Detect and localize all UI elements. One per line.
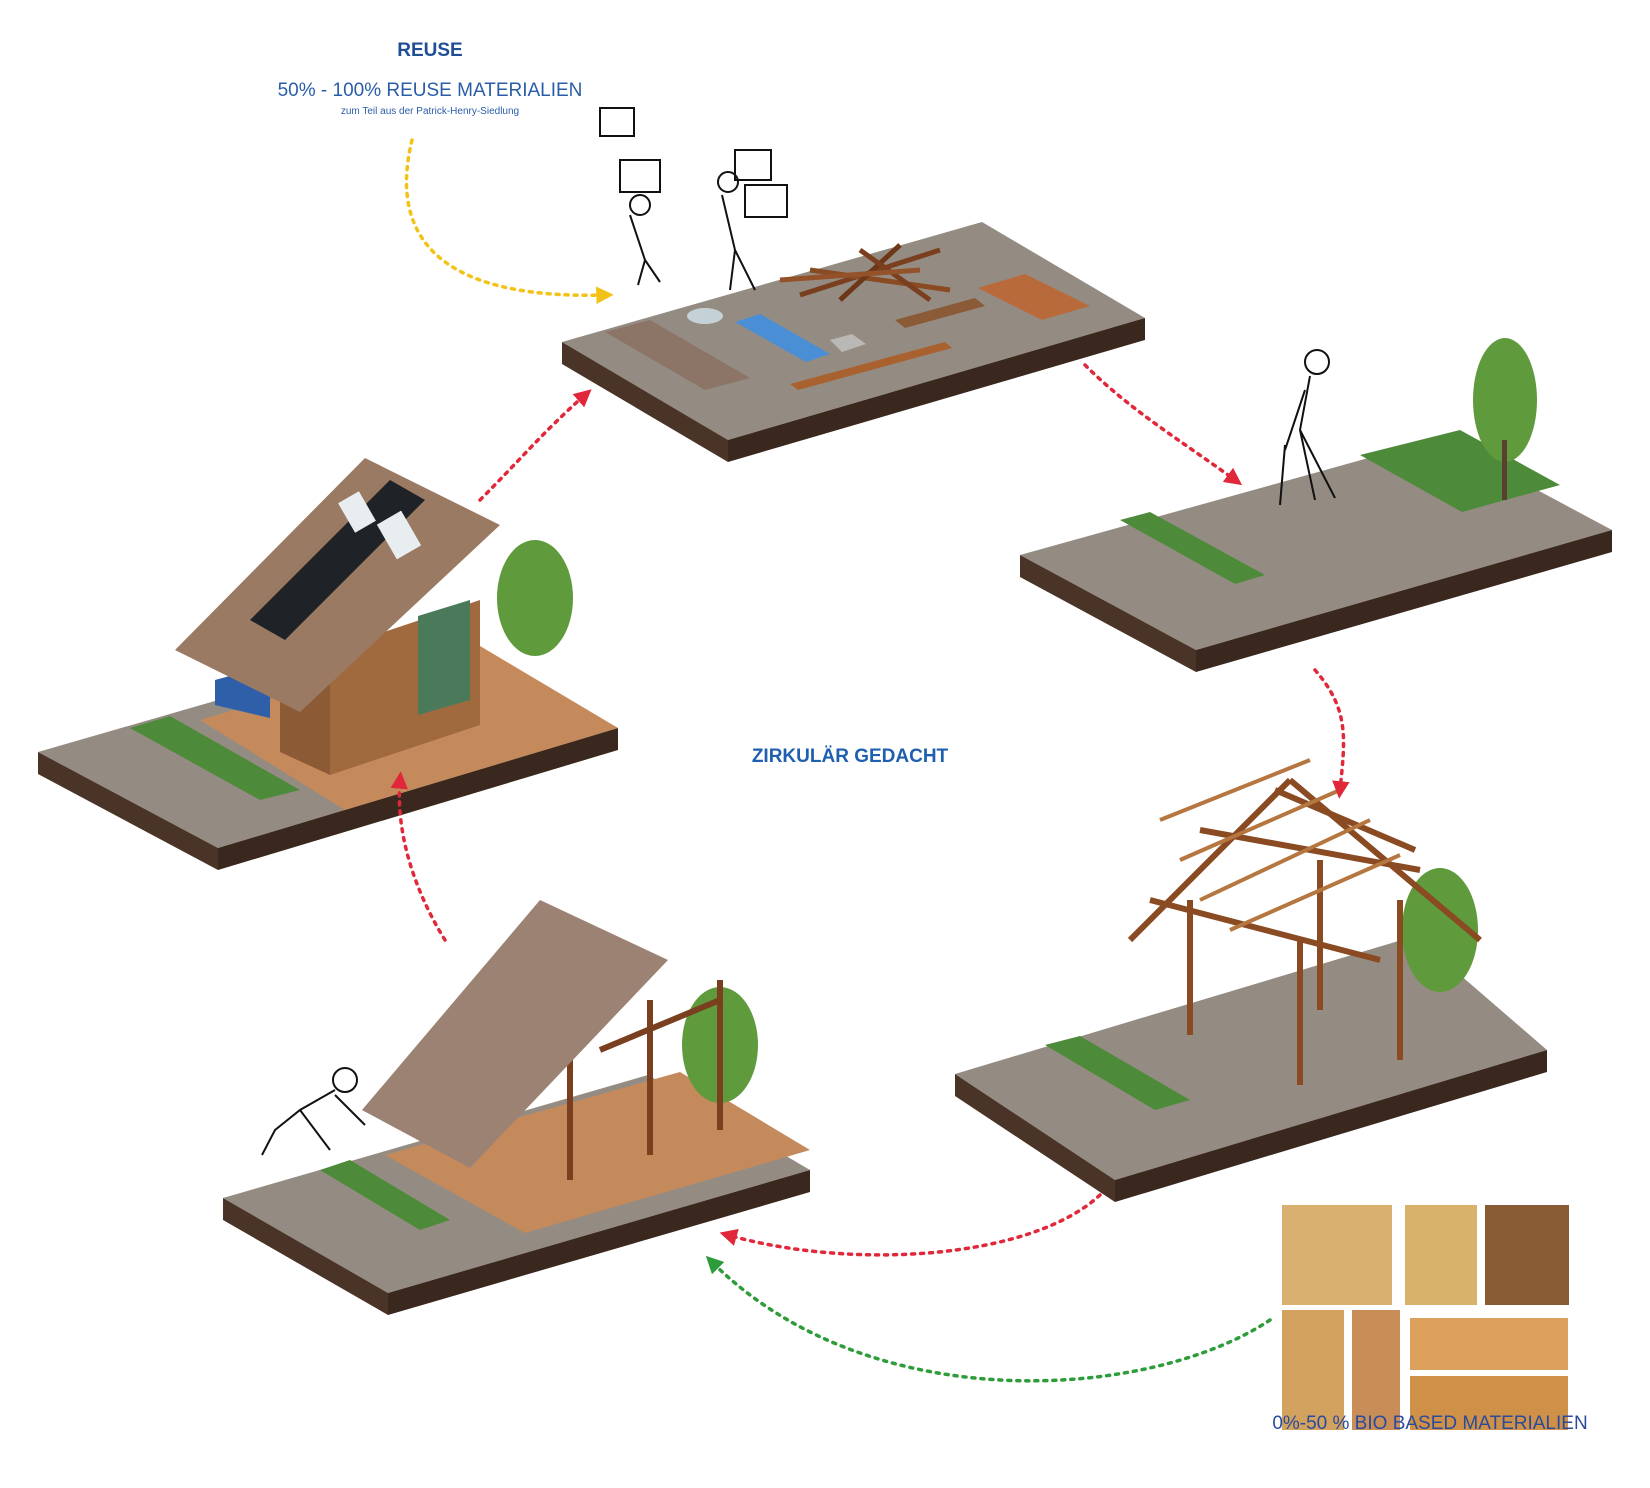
platform-soil-left [1020, 555, 1196, 672]
grass-strip [320, 1160, 450, 1230]
platform-soil-right [728, 318, 1145, 462]
reuse-title: REUSE [397, 40, 463, 61]
long-boards [790, 342, 952, 390]
platform-soil-left [223, 1198, 388, 1315]
blue-pipes [735, 314, 830, 362]
arrow-frame-to-roof [719, 1193, 1102, 1257]
arrow-materials-to-site [1083, 363, 1243, 486]
platform-soil-left [562, 342, 728, 462]
roof-battens [1159, 758, 1401, 932]
platform-soil-right [218, 728, 618, 870]
clay-board-b-sample [1410, 1376, 1568, 1430]
osb-sample [1282, 1205, 1392, 1305]
platform-soil-right [1115, 1050, 1547, 1202]
corrugated-sheets [605, 320, 750, 390]
woodfiber-sample [1282, 1310, 1344, 1430]
reuse-subtitle: 50% - 100% REUSE MATERIALIEN [277, 80, 583, 101]
bio-material-samples [1282, 1205, 1569, 1430]
bio-label: 0%-50 % BIO BASED MATERIALIEN [1272, 1413, 1588, 1434]
site-prep-platform [1020, 338, 1612, 672]
worker-kneeling [261, 1067, 366, 1156]
skylight [376, 510, 422, 560]
wood-deck [385, 1072, 810, 1233]
platform-soil-left [38, 752, 218, 870]
arrow-site-to-frame [1313, 668, 1350, 799]
platform-soil-right [388, 1170, 810, 1315]
green-window [418, 600, 470, 715]
materials-platform [562, 107, 1145, 462]
grass-strip [130, 716, 300, 800]
worker-jackhammer [1279, 349, 1336, 506]
worker-figures [599, 107, 788, 291]
platform-soil-right [1196, 530, 1612, 672]
willow-tree [1473, 338, 1537, 462]
coir-sample [1485, 1205, 1569, 1305]
finished-house-platform [38, 458, 618, 870]
grass-bed [1360, 430, 1560, 512]
roof-assembly-platform [223, 900, 810, 1315]
tree-trunk [1502, 440, 1507, 500]
straw-sample [1405, 1205, 1477, 1305]
skylight [338, 491, 376, 533]
reuse-note: zum Teil aus der Patrick-Henry-Siedlung [340, 106, 520, 117]
planks [978, 274, 1090, 320]
willow-tree [497, 540, 573, 656]
beams [895, 298, 985, 328]
willow-tree [1402, 868, 1478, 992]
bio-arrow [705, 1255, 1272, 1383]
center-label: ZIRKULÄR GEDACHT [751, 746, 949, 767]
frame-platform [955, 758, 1547, 1202]
solar-panels [250, 480, 425, 640]
grass-strip [1045, 1036, 1190, 1110]
timber-pile [779, 243, 951, 303]
glass-pile [687, 308, 723, 324]
grass-strip [1120, 512, 1265, 584]
corrugated-roof [362, 900, 668, 1168]
platform-soil-left [955, 1074, 1115, 1202]
metal-scraps [830, 334, 866, 352]
cork-sample [1352, 1310, 1400, 1430]
arrow-roof-to-house [390, 771, 447, 942]
clay-board-a-sample [1410, 1318, 1568, 1370]
reuse-arrow [404, 138, 614, 304]
arrow-house-to-materials [478, 389, 592, 502]
